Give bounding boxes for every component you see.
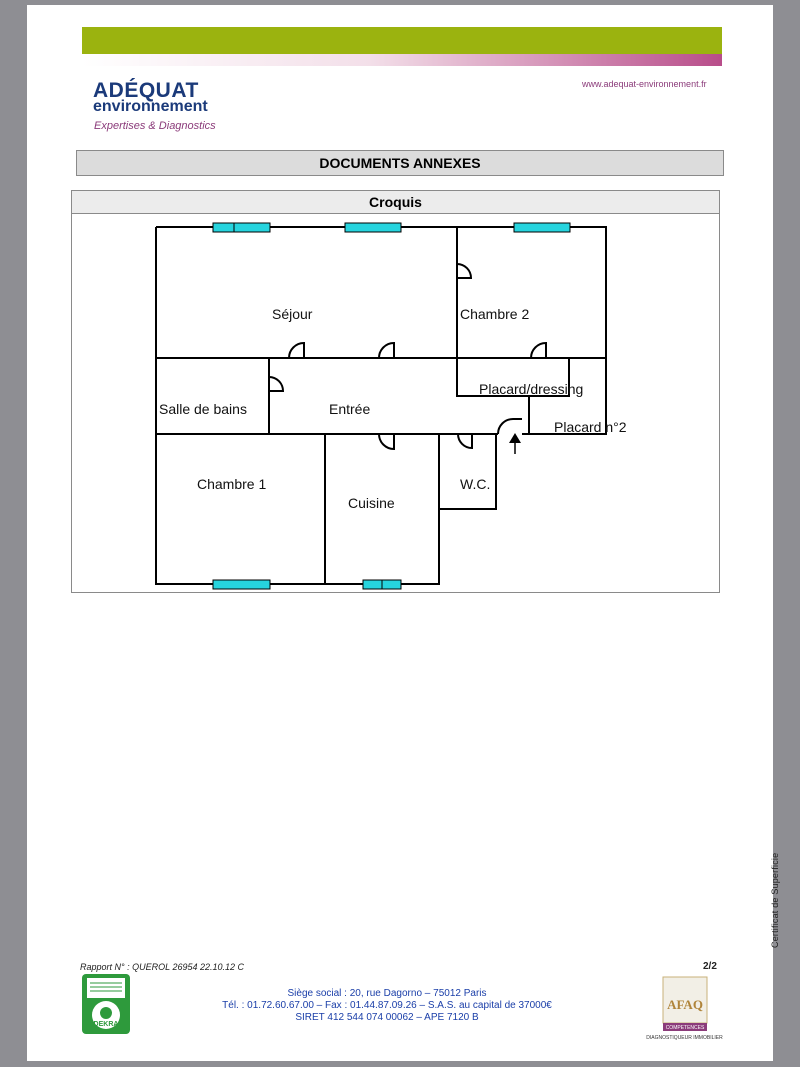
window-sejour-right <box>344 222 402 233</box>
room-label-placard2: Placard n°2 <box>554 419 627 435</box>
room-label-salle-de-bains: Salle de bains <box>159 401 247 417</box>
footer-address: Siège social : 20, rue Dagorno – 75012 P… <box>177 988 597 1024</box>
door-wc <box>457 433 473 450</box>
document-side-label: Certificat de Superficie <box>770 852 780 948</box>
room-label-chambre2: Chambre 2 <box>460 306 529 322</box>
window-chambre2 <box>513 222 571 233</box>
afaq-certification-badge: AFAQ COMPETENCES DIAGNOSTIQUEUR IMMOBILI… <box>637 975 732 1045</box>
outer-wall <box>156 226 607 358</box>
placard2-wall <box>522 358 607 435</box>
croquis-panel: Croquis <box>71 190 720 593</box>
company-logo: ADÉQUAT environnement Expertises & Diagn… <box>93 79 253 139</box>
footer-line-address: Siège social : 20, rue Dagorno – 75012 P… <box>287 988 487 999</box>
logo-brand-name: ADÉQUAT <box>93 79 199 102</box>
door-placard-dressing <box>530 341 547 359</box>
room-label-sejour: Séjour <box>272 306 313 322</box>
room-label-placard-dressing: Placard/dressing <box>479 381 583 397</box>
afaq-caption: DIAGNOSTIQUEUR IMMOBILIER <box>646 1035 723 1041</box>
header-gradient-bar <box>82 54 722 66</box>
dekra-label: DEKRA <box>94 1021 119 1028</box>
footer-line-contact: Tél. : 01.72.60.67.00 – Fax : 01.44.87.0… <box>222 1000 552 1011</box>
room-label-cuisine: Cuisine <box>348 495 395 511</box>
door-chambre2 <box>456 263 473 279</box>
wall-placard-dressing <box>456 358 570 397</box>
window-chambre1 <box>212 579 271 590</box>
door-cuisine <box>378 433 395 451</box>
footer-line-siret: SIRET 412 544 074 00062 – APE 7120 B <box>295 1012 479 1023</box>
croquis-title: Croquis <box>72 191 719 214</box>
section-title: DOCUMENTS ANNEXES <box>76 150 724 176</box>
room-label-chambre1: Chambre 1 <box>197 476 266 492</box>
page-number: 2/2 <box>703 961 717 972</box>
door-sejour-right <box>378 341 395 359</box>
logo-brand-subname: environnement <box>93 98 208 115</box>
window-sejour-left <box>212 222 271 233</box>
entry-arrow-icon <box>509 433 521 454</box>
door-salle-de-bains <box>268 376 285 392</box>
afaq-logo-icon: AFAQ COMPETENCES <box>662 976 708 1031</box>
room-label-entree: Entrée <box>329 401 370 417</box>
document-page: ADÉQUAT environnement Expertises & Diagn… <box>27 5 780 1061</box>
door-entry <box>497 418 522 435</box>
floor-plan: Séjour Chambre 2 Salle de bains Entrée P… <box>155 222 627 590</box>
door-sejour-left <box>288 341 305 359</box>
logo-tagline: Expertises & Diagnostics <box>94 120 216 132</box>
afaq-letters: AFAQ <box>667 997 703 1012</box>
dekra-certification-icon: DEKRA <box>82 974 130 1034</box>
header-green-bar <box>82 27 722 54</box>
report-reference: Rapport N° : QUEROL 26954 22.10.12 C <box>80 962 245 972</box>
afaq-sub: COMPETENCES <box>666 1025 705 1031</box>
website-link[interactable]: www.adequat-environnement.fr <box>582 79 707 89</box>
wall-wc <box>439 434 497 510</box>
room-label-wc: W.C. <box>460 476 490 492</box>
